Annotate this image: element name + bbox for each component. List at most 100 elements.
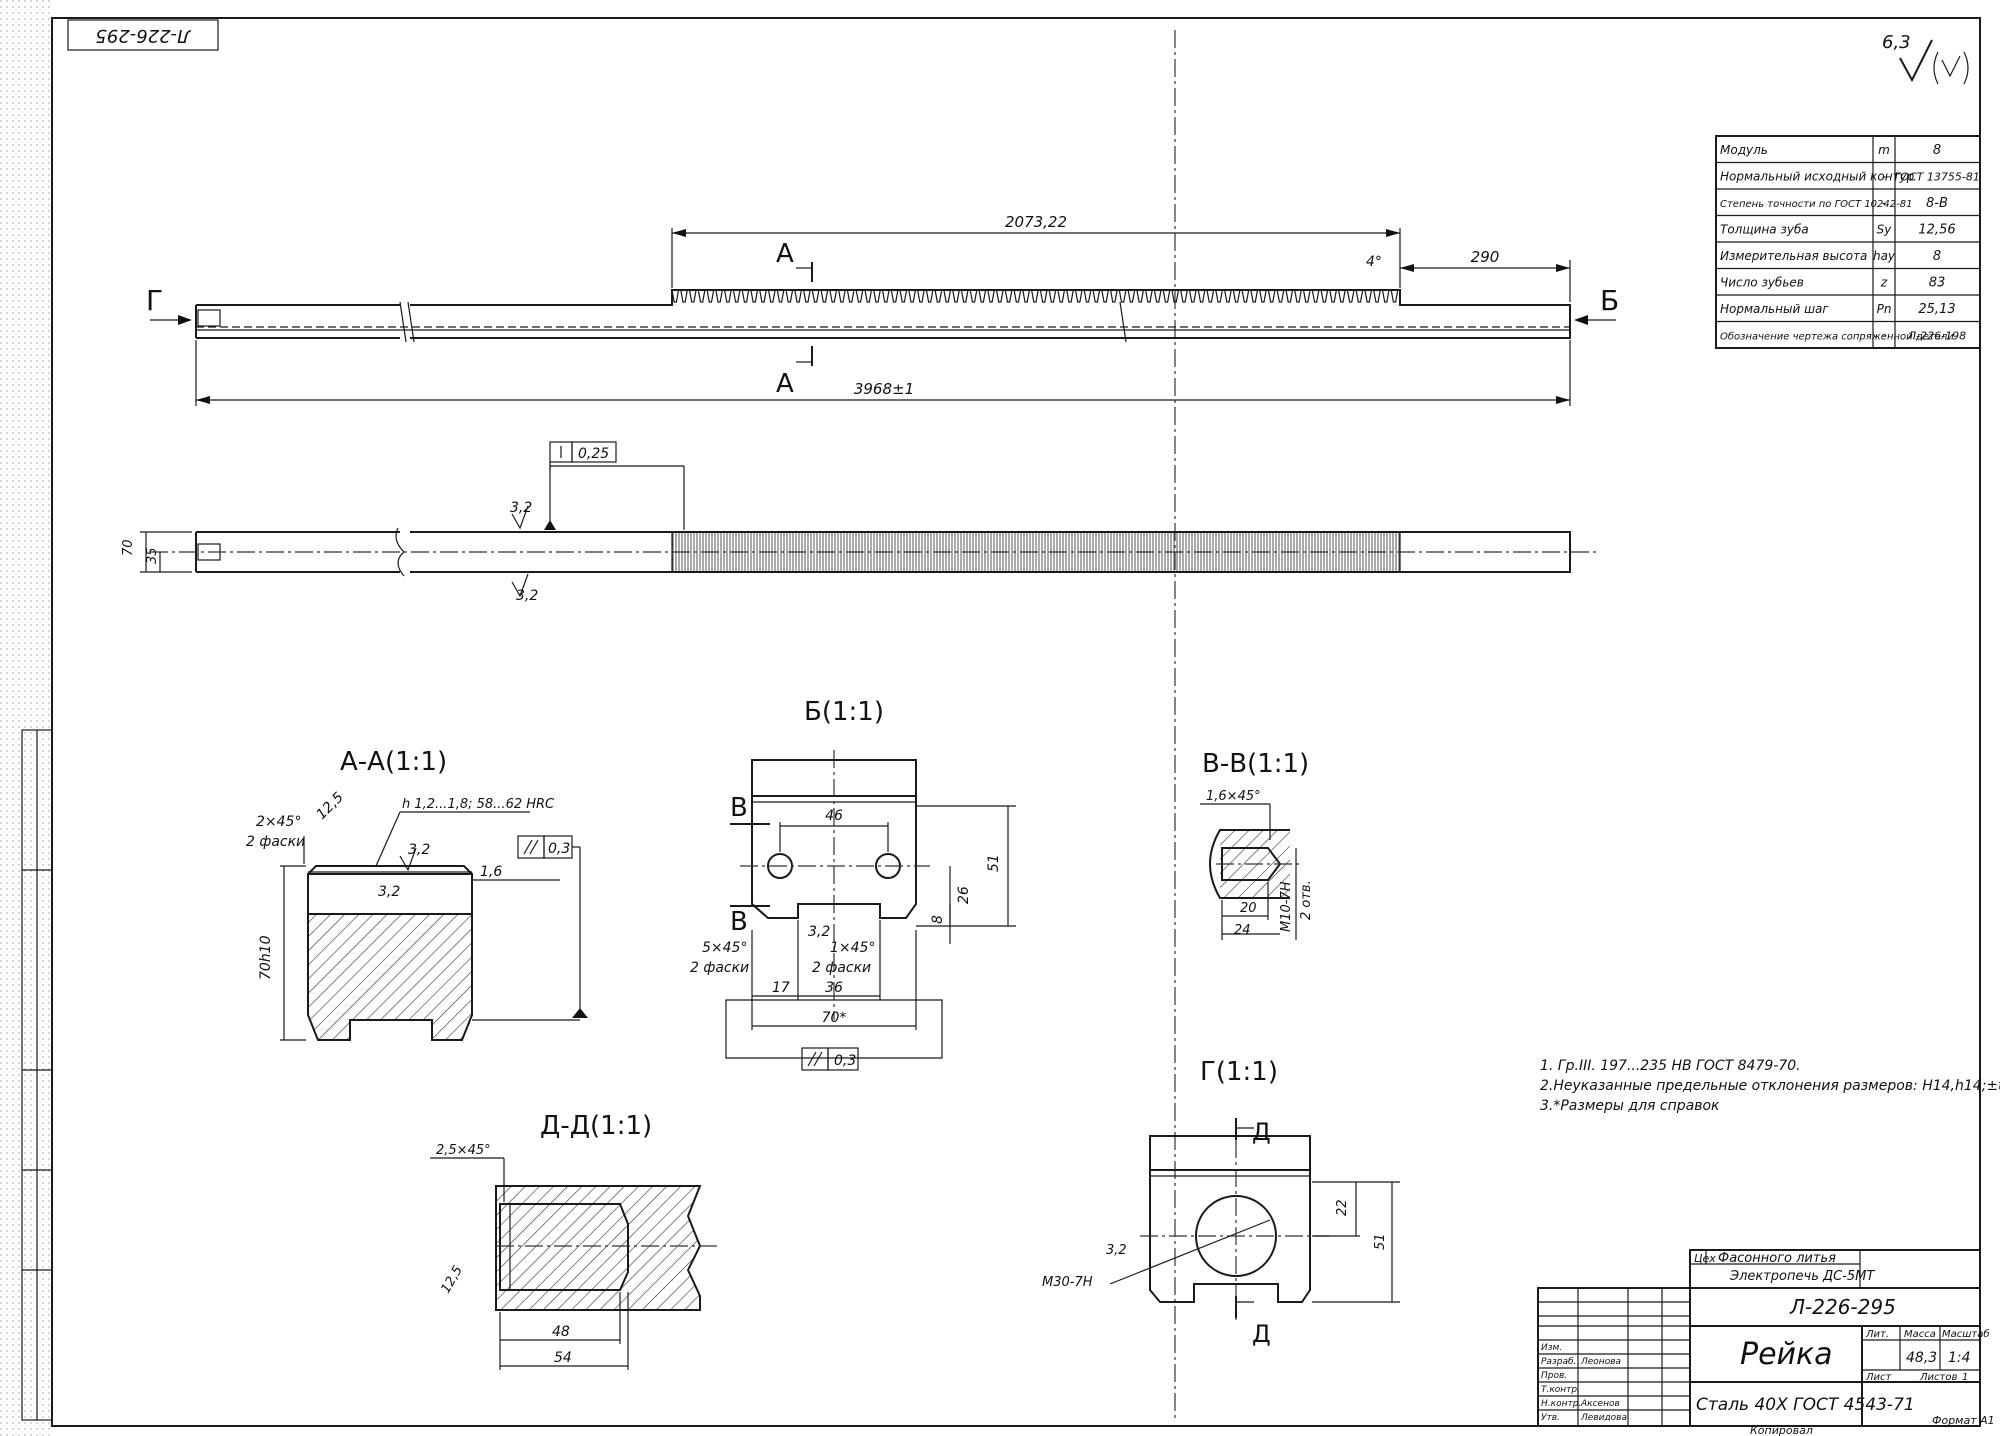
tb-sheets: 1 — [1962, 1372, 1968, 1383]
svg-text:Масса: Масса — [1904, 1329, 1936, 1340]
b-dim-17: 17 — [772, 980, 790, 996]
aa-chamfer-note: 2 фаски — [246, 834, 305, 850]
tb-person: Леонова — [1580, 1357, 1621, 1367]
stamp-number: Л-226-295 — [95, 25, 191, 46]
title-g: Г(1:1) — [1200, 1057, 1278, 1087]
g-dim-22: 22 — [1335, 1199, 1350, 1216]
param-symbol: Sy — [1877, 223, 1893, 237]
svg-text:6,3: 6,3 — [1882, 32, 1911, 53]
param-value: 83 — [1929, 276, 1946, 291]
tb-shop: Фасонного литья — [1718, 1251, 1836, 1266]
dim-70: 70 — [121, 539, 136, 556]
param-symbol: z — [1880, 276, 1888, 290]
aa-hardness: h 1,2...1,8; 58...62 HRC — [402, 797, 555, 812]
g-dim-51: 51 — [1373, 1233, 1388, 1250]
view-g: Г(1:1) Д Д M30-7H 3,2 22 51 — [1042, 1057, 1400, 1348]
section-a-label-bottom: А — [776, 369, 794, 399]
param-symbol: Pn — [1877, 302, 1892, 316]
dd-rough-125: 12,5 — [438, 1263, 465, 1296]
left-side-strip — [21, 729, 53, 1421]
b-section-bottom: В — [730, 907, 748, 937]
param-label: Нормальный шаг — [1720, 302, 1829, 316]
dim-angle: 4° — [1366, 254, 1382, 270]
b-dim-8: 8 — [930, 915, 946, 924]
tb-scale: 1:4 — [1948, 1350, 1971, 1366]
tb-role: Изм. — [1541, 1343, 1562, 1353]
svg-text:Лист: Лист — [1865, 1372, 1893, 1383]
aa-rough-125: 12,5 — [314, 789, 347, 822]
tb-person: Аксенов — [1580, 1399, 1620, 1409]
g-section-top: Д — [1252, 1118, 1271, 1146]
b-dim-36: 36 — [825, 980, 843, 996]
stamp-top-left: Л-226-295 — [67, 19, 219, 51]
tb-code: Л-226-295 — [1789, 1295, 1896, 1319]
tb-role: Т.контр. — [1541, 1385, 1580, 1395]
tb-role: Разраб. — [1541, 1357, 1576, 1367]
tb-format: Формат А1 — [1932, 1414, 1995, 1427]
title-block: Цех Фасонного литья Электропечь ДС-5МТ Л… — [1537, 1249, 1995, 1436]
note-2: 2.Неуказанные предельные отклонения разм… — [1540, 1078, 2000, 1094]
param-label: Модуль — [1720, 143, 1768, 157]
rack-top-view: 70 35 0,25 3,2 3,2 — [121, 441, 1600, 604]
dd-dim-54: 54 — [554, 1350, 572, 1366]
param-value: 8-В — [1926, 196, 1948, 211]
vv-dim-24: 24 — [1234, 923, 1251, 938]
title-aa: А-А(1:1) — [340, 747, 447, 777]
b-chamfer-5: 5×45° — [702, 940, 747, 956]
title-vv: В-В(1:1) — [1202, 749, 1309, 779]
b-chamfer-5-note: 2 фаски — [690, 960, 749, 976]
dim-35: 35 — [145, 547, 160, 564]
param-symbol: - — [1882, 170, 1886, 184]
tb-person: Левидова — [1580, 1413, 1627, 1423]
dim-teeth-length: 2073,22 — [1005, 213, 1067, 231]
section-dd: Д-Д(1:1) 2,5×45° 12,5 48 54 — [430, 1111, 720, 1370]
note-3: 3.*Размеры для справок — [1540, 1098, 1720, 1114]
param-symbol: - — [1882, 329, 1886, 343]
b-section-top: В — [730, 793, 748, 823]
param-label: Толщина зуба — [1720, 223, 1809, 237]
scan-noise — [0, 0, 50, 1436]
view-b: Б(1:1) 46 В В 51 26 8 3,2 5×45° 2 фаски … — [690, 697, 1016, 1071]
svg-text:Листов: Листов — [1919, 1372, 1957, 1383]
rack-main-view: 2073,22 290 4° 3968±1 А А Г Б — [146, 213, 1619, 406]
param-label: Степень точности по ГОСТ 10242-81 — [1720, 199, 1912, 210]
tb-copied: Копировал — [1750, 1424, 1813, 1436]
title-b: Б(1:1) — [804, 697, 884, 727]
note-1: 1. Гр.III. 197...235 HB ГОСТ 8479-70. — [1540, 1058, 1801, 1074]
dd-chamfer: 2,5×45° — [436, 1143, 491, 1158]
b-dim-51: 51 — [986, 854, 1002, 872]
g-rough-32: 3,2 — [1106, 1243, 1127, 1258]
param-label: Нормальный исходный контур — [1720, 170, 1915, 184]
tb-role: Пров. — [1541, 1371, 1567, 1381]
roughness-top: 3,2 — [510, 500, 532, 516]
param-label: Число зубьев — [1720, 276, 1804, 290]
section-aa: А-А(1:1) 70h10 2×45° 2 фаски 12,5 h 1,2.… — [246, 747, 588, 1041]
aa-height: 70h10 — [258, 935, 274, 980]
b-parallel: 0,3 — [834, 1053, 856, 1069]
param-value: 8 — [1933, 249, 1941, 264]
tb-name: Рейка — [1740, 1337, 1833, 1372]
aa-rough-32b: 3,2 — [378, 884, 400, 900]
view-g-label: Г — [146, 284, 163, 317]
b-chamfer-1: 1×45° — [830, 940, 875, 956]
param-value: ГОСТ 13755-81 — [1894, 171, 1980, 184]
vv-chamfer: 1,6×45° — [1206, 789, 1261, 804]
param-symbol: m — [1878, 143, 1890, 157]
b-dim-70: 70* — [822, 1010, 847, 1026]
view-b-label: Б — [1600, 284, 1619, 317]
g-thread: M30-7H — [1042, 1275, 1093, 1290]
section-vv: В-В(1:1) 1,6×45° 20 24 M10-7H 2 отв. — [1200, 749, 1314, 940]
param-value: 8 — [1933, 143, 1941, 158]
b-rough-32: 3,2 — [808, 924, 830, 940]
b-chamfer-1-note: 2 фаски — [812, 960, 871, 976]
svg-text:Лит.: Лит. — [1865, 1329, 1889, 1340]
param-symbol: hay — [1873, 249, 1896, 263]
aa-parallel: 0,3 — [548, 841, 570, 857]
param-value: 12,56 — [1918, 223, 1955, 238]
vv-thread: M10-7H — [1279, 881, 1294, 932]
tb-material: Сталь 40Х ГОСТ 4543-71 — [1696, 1395, 1915, 1415]
aa-chamfer: 2×45° — [256, 814, 301, 830]
param-symbol: - — [1882, 196, 1886, 210]
